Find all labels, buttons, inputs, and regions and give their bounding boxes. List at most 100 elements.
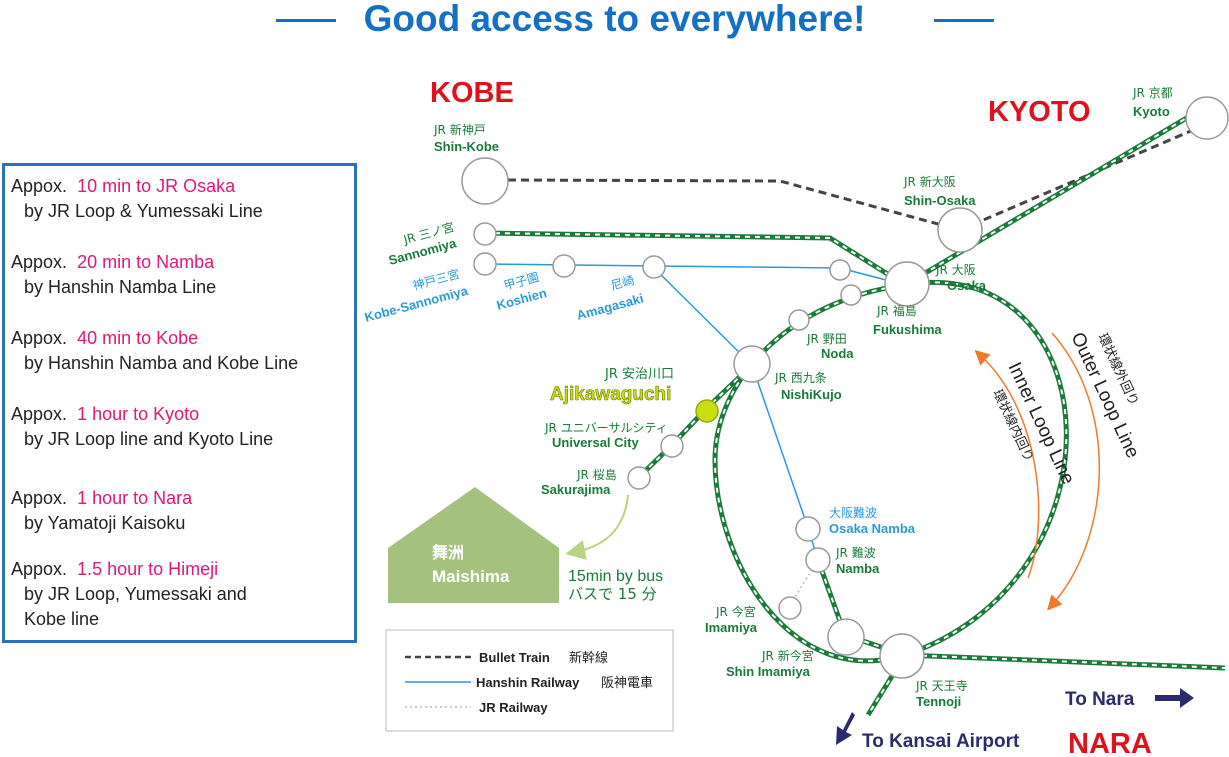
- access-detail: by JR Loop & Yumessaki Line: [24, 201, 263, 221]
- access-highlight: 1 hour to Kyoto: [77, 404, 200, 424]
- legend-bullet-en: Bullet Train: [479, 650, 550, 665]
- station-label-jp: JR 新今宮: [761, 648, 814, 663]
- inner-loop-arrow: [974, 349, 1040, 579]
- station-koshien: [552, 254, 576, 278]
- station-sakurajima: [627, 466, 651, 490]
- access-highlight: 40 min to Kobe: [77, 328, 199, 348]
- access-prefix: Appox.: [11, 488, 68, 508]
- outer-loop-arrow: [1047, 332, 1100, 611]
- station-label-en: Tennoji: [916, 694, 961, 709]
- jr-kobe-line: [484, 230, 907, 288]
- jr-yumesaki-line: [636, 363, 754, 480]
- station-label-en: Fukushima: [873, 322, 942, 337]
- station-shin-kobe: [461, 157, 509, 205]
- station-label-en: Koshien: [495, 285, 548, 313]
- station-kyoto: [1185, 96, 1229, 140]
- station-imamiya: [778, 596, 802, 620]
- station-label-en: Shin-Kobe: [434, 139, 499, 154]
- station-label-jp: 大阪難波: [829, 505, 877, 520]
- access-item: Appox. 1 hour to Nara by Yamatoji Kaisok…: [11, 486, 192, 536]
- access-prefix: Appox.: [11, 176, 68, 196]
- station-universal-city: [660, 434, 684, 458]
- station-label-en: Universal City: [552, 435, 639, 450]
- legend-jr-en: JR Railway: [479, 700, 548, 715]
- access-prefix: Appox.: [11, 328, 68, 348]
- hanshin-namba-line: [653, 267, 819, 561]
- access-highlight: 1.5 hour to Himeji: [77, 559, 219, 579]
- city-nara: NARA: [1068, 728, 1152, 757]
- legend-box: [385, 629, 674, 732]
- station-label-jp: JR 天王寺: [915, 679, 968, 693]
- jr-railway-light: [789, 559, 819, 606]
- access-highlight: 1 hour to Nara: [77, 488, 193, 508]
- station-label-en: Osaka: [947, 278, 987, 293]
- bullet-train-line: [507, 178, 961, 232]
- access-detail: by JR Loop line and Kyoto Line: [24, 429, 274, 449]
- airport-arrow-icon: [836, 712, 855, 745]
- station-label-en: Sakurajima: [541, 482, 611, 497]
- bus-arrow: [565, 494, 629, 560]
- city-kyoto: KYOTO: [988, 96, 1091, 128]
- station-osaka-namba: [795, 516, 821, 542]
- maishima-label-en: Maishima: [432, 567, 510, 586]
- station-label-ajikawaguchi: Ajikawaguchi: [550, 384, 671, 405]
- station-label-en: Kyoto: [1133, 104, 1170, 119]
- access-prefix: Appox.: [11, 252, 68, 272]
- access-item: Appox. 20 min to Namba by Hanshin Namba …: [11, 250, 216, 300]
- station-label-en: Osaka Namba: [829, 521, 916, 536]
- access-highlight: 10 min to JR Osaka: [77, 176, 236, 196]
- station-label-en: Amagasaki: [575, 291, 645, 323]
- legend-bullet-jp: 新幹線: [569, 650, 608, 666]
- title-line-left: [276, 19, 336, 22]
- station-label-en: NishiKujo: [781, 387, 842, 402]
- access-item: Appox. 40 min to Kobe by Hanshin Namba a…: [11, 326, 298, 376]
- station-label-jp: JR 新神戸: [433, 122, 486, 137]
- station-label-jp: 尼崎: [609, 273, 636, 293]
- station-tennoji: [879, 633, 925, 679]
- direction-kansai-airport: To Kansai Airport: [862, 731, 1020, 752]
- jr-loop-line: [712, 280, 1069, 664]
- access-detail: by JR Loop, Yumessaki and: [24, 584, 247, 604]
- access-detail: by Yamatoji Kaisoku: [24, 513, 186, 533]
- station-label-jp: JR 大阪: [935, 263, 976, 277]
- city-kobe: KOBE: [430, 77, 514, 109]
- access-detail: Kobe line: [24, 609, 100, 629]
- station-osaka: [884, 261, 930, 307]
- station-label-jp: JR 西九条: [774, 371, 827, 385]
- jr-kyoto-line: [903, 107, 1202, 288]
- station-fukushima: [840, 284, 862, 306]
- station-label-jp: JR 安治川口: [604, 367, 674, 382]
- legend-hanshin-jp: 阪神電車: [601, 676, 653, 691]
- access-prefix: Appox.: [11, 404, 68, 424]
- access-info-box: Appox. 10 min to JR Osaka by JR Loop & Y…: [2, 163, 357, 643]
- jr-yamatoji-line: [815, 559, 1226, 671]
- station-nishikujo: [733, 345, 771, 383]
- access-item: Appox. 1.5 hour to Himeji by JR Loop, Yu…: [11, 557, 247, 632]
- station-namba: [805, 547, 831, 573]
- legend-hanshin-en: Hanshin Railway: [476, 675, 580, 690]
- access-item: Appox. 10 min to JR Osaka by JR Loop & Y…: [11, 174, 263, 224]
- station-label-en: Imamiya: [705, 620, 758, 635]
- access-prefix: Appox.: [11, 559, 68, 579]
- station-shin-imamiya: [827, 618, 865, 656]
- title-area: Good access to everywhere!: [0, 0, 1229, 40]
- station-label-en: Noda: [821, 346, 854, 361]
- station-kobe-sannomiya: [473, 252, 497, 276]
- bus-label-jp: バスで 15 分: [568, 585, 657, 603]
- station-label-jp: JR 福島: [876, 303, 917, 318]
- maishima-shape: [388, 487, 559, 603]
- access-item: Appox. 1 hour to Kyoto by JR Loop line a…: [11, 402, 273, 452]
- access-detail: by Hanshin Namba Line: [24, 277, 217, 297]
- station-label-jp: JR 新大阪: [903, 174, 956, 189]
- station-hanshin-umeda: [829, 259, 851, 281]
- legend: Bullet Train 新幹線 Hanshin Railway 阪神電車 JR…: [385, 629, 674, 732]
- station-label-en: Shin-Osaka: [904, 193, 976, 208]
- station-label-en: Shin Imamiya: [726, 664, 811, 679]
- maishima-label-jp: 舞洲: [432, 543, 464, 562]
- station-noda: [788, 309, 810, 331]
- station-label-jp: JR 今宮: [715, 604, 756, 619]
- nara-arrow-icon: [1155, 688, 1194, 708]
- station-shin-osaka: [937, 207, 983, 253]
- station-label-jp: JR 野田: [806, 332, 847, 346]
